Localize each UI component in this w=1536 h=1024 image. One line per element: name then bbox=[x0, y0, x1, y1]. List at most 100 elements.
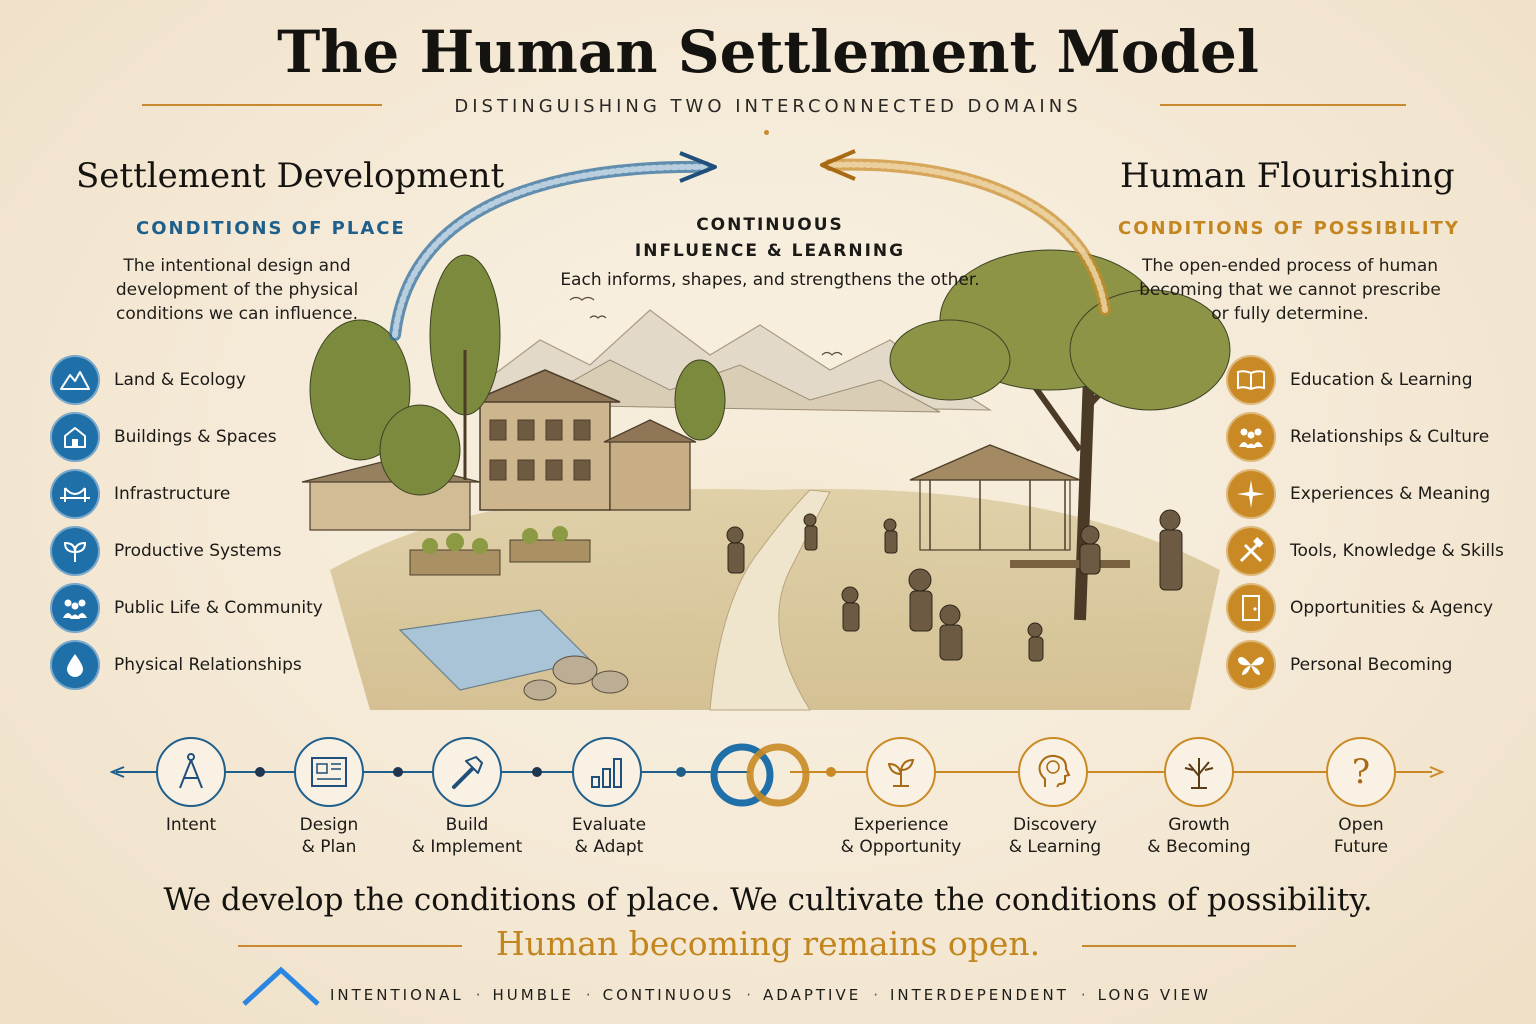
door-icon bbox=[1226, 583, 1276, 633]
center-description: Each informs, shapes, and strengthens th… bbox=[560, 270, 980, 290]
list-item: Infrastructure bbox=[50, 469, 323, 519]
value-item: INTERDEPENDENT bbox=[890, 986, 1069, 1004]
timeline-step-label: Open Future bbox=[1281, 814, 1441, 858]
subtitle-rule-right bbox=[1160, 104, 1406, 106]
timeline-dot bbox=[826, 767, 836, 777]
page-title: The Human Settlement Model bbox=[277, 18, 1259, 86]
value-separator: · bbox=[585, 986, 591, 1004]
right-domain-description: The open-ended process of human becoming… bbox=[1139, 256, 1441, 324]
timeline-dot bbox=[255, 767, 265, 777]
people-icon bbox=[1226, 412, 1276, 462]
compass-drafting-icon bbox=[156, 737, 226, 807]
people-group-icon bbox=[50, 583, 100, 633]
timeline-step-line2: & Becoming bbox=[1147, 837, 1251, 857]
list-item: Land & Ecology bbox=[50, 355, 323, 405]
timeline-step-line1: Experience bbox=[853, 815, 949, 835]
compass-star-icon bbox=[1226, 469, 1276, 519]
center-heading-line2: INFLUENCE & LEARNING bbox=[634, 241, 906, 261]
timeline-step-line1: Discovery bbox=[1013, 815, 1097, 835]
center-heading: CONTINUOUS INFLUENCE & LEARNING bbox=[560, 212, 980, 264]
timeline-step-line2: & Opportunity bbox=[840, 837, 962, 857]
bar-chart-icon bbox=[572, 737, 642, 807]
butterfly-icon bbox=[1226, 640, 1276, 690]
village-illustration bbox=[300, 220, 1240, 730]
hammer-icon bbox=[432, 737, 502, 807]
list-item-label: Education & Learning bbox=[1290, 370, 1473, 390]
timeline-dot bbox=[676, 767, 686, 777]
list-item: Experiences & Meaning bbox=[1226, 469, 1504, 519]
list-item: Public Life & Community bbox=[50, 583, 323, 633]
house-icon bbox=[50, 412, 100, 462]
timeline-step-line1: Open bbox=[1338, 815, 1384, 835]
list-item-label: Physical Relationships bbox=[114, 655, 302, 675]
tree-icon bbox=[1164, 737, 1234, 807]
list-item-label: Tools, Knowledge & Skills bbox=[1290, 541, 1504, 561]
value-separator: · bbox=[873, 986, 878, 1004]
timeline-dot bbox=[393, 767, 403, 777]
value-item: INTENTIONAL bbox=[330, 986, 464, 1004]
mountains-icon bbox=[50, 355, 100, 405]
closing-rule-right bbox=[1082, 945, 1296, 947]
timeline-step-line1: Design bbox=[299, 815, 359, 835]
page-subtitle: DISTINGUISHING TWO INTERCONNECTED DOMAIN… bbox=[454, 96, 1082, 117]
value-item: LONG VIEW bbox=[1097, 986, 1211, 1004]
timeline-step-line2: & Adapt bbox=[574, 837, 644, 857]
book-icon bbox=[1226, 355, 1276, 405]
blueprint-icon bbox=[294, 737, 364, 807]
timeline-step-label: Evaluate & Adapt bbox=[529, 814, 689, 858]
list-item-label: Productive Systems bbox=[114, 541, 282, 561]
list-item: Productive Systems bbox=[50, 526, 323, 576]
center-heading-line1: CONTINUOUS bbox=[696, 215, 844, 235]
linked-rings-icon bbox=[710, 743, 810, 807]
timeline-step-label: Discovery & Learning bbox=[975, 814, 1135, 858]
subtitle-rule-left bbox=[142, 104, 382, 106]
list-item-label: Experiences & Meaning bbox=[1290, 484, 1491, 504]
influence-arrows bbox=[389, 149, 1111, 341]
bridge-icon bbox=[50, 469, 100, 519]
list-item: Tools, Knowledge & Skills bbox=[1226, 526, 1504, 576]
list-item-label: Opportunities & Agency bbox=[1290, 598, 1494, 618]
right-domain-list: Education & Learning Relationships & Cul… bbox=[1226, 355, 1504, 690]
timeline-step-line2: & Implement bbox=[411, 837, 523, 857]
closing-emphasis: Human becoming remains open. bbox=[495, 924, 1041, 963]
closing-statement: We develop the conditions of place. We c… bbox=[163, 882, 1373, 918]
timeline-step-line1: Evaluate bbox=[571, 815, 647, 835]
timeline-step-label: Design & Plan bbox=[249, 814, 409, 858]
water-drop-icon bbox=[50, 640, 100, 690]
left-domain-subtitle: CONDITIONS OF PLACE bbox=[136, 218, 406, 239]
list-item: Personal Becoming bbox=[1226, 640, 1504, 690]
question-icon: ? bbox=[1326, 737, 1396, 807]
list-item-label: Public Life & Community bbox=[114, 598, 323, 618]
value-separator: · bbox=[1080, 986, 1086, 1004]
left-domain-title: Settlement Development bbox=[76, 156, 505, 196]
timeline-step-line1: Build bbox=[445, 815, 489, 835]
timeline-step-label: Intent bbox=[111, 814, 271, 836]
list-item: Education & Learning bbox=[1226, 355, 1504, 405]
list-item-label: Buildings & Spaces bbox=[114, 427, 277, 447]
list-item-label: Relationships & Culture bbox=[1290, 427, 1490, 447]
closing-rule-left bbox=[238, 945, 462, 947]
list-item-label: Personal Becoming bbox=[1290, 655, 1453, 675]
value-item: CONTINUOUS bbox=[602, 986, 735, 1004]
timeline-step-line2: & Plan bbox=[301, 837, 357, 857]
value-separator: · bbox=[475, 986, 481, 1004]
value-item: HUMBLE bbox=[492, 986, 574, 1004]
timeline-dot bbox=[532, 767, 542, 777]
timeline-step-label: Build & Implement bbox=[387, 814, 547, 858]
list-item: Physical Relationships bbox=[50, 640, 323, 690]
list-item: Buildings & Spaces bbox=[50, 412, 323, 462]
list-item: Opportunities & Agency bbox=[1226, 583, 1504, 633]
timeline-step-line1: Intent bbox=[165, 815, 217, 835]
value-item: ADAPTIVE bbox=[763, 986, 862, 1004]
value-separator: · bbox=[746, 986, 752, 1004]
head-brain-icon bbox=[1018, 737, 1088, 807]
core-values: INTENTIONAL · HUMBLE · CONTINUOUS · ADAPTIVE · I… bbox=[330, 986, 1211, 1004]
right-domain-subtitle: CONDITIONS OF POSSIBILITY bbox=[1118, 218, 1460, 239]
timeline-step-label: Experience & Opportunity bbox=[821, 814, 981, 858]
leaves-icon bbox=[50, 526, 100, 576]
timeline-step-line1: Growth bbox=[1168, 815, 1230, 835]
list-item: Relationships & Culture bbox=[1226, 412, 1504, 462]
left-domain-list: Land & Ecology Buildings & Spaces Infras… bbox=[50, 355, 323, 690]
roof-logo-icon bbox=[242, 966, 320, 1006]
subtitle-dot bbox=[764, 130, 769, 135]
